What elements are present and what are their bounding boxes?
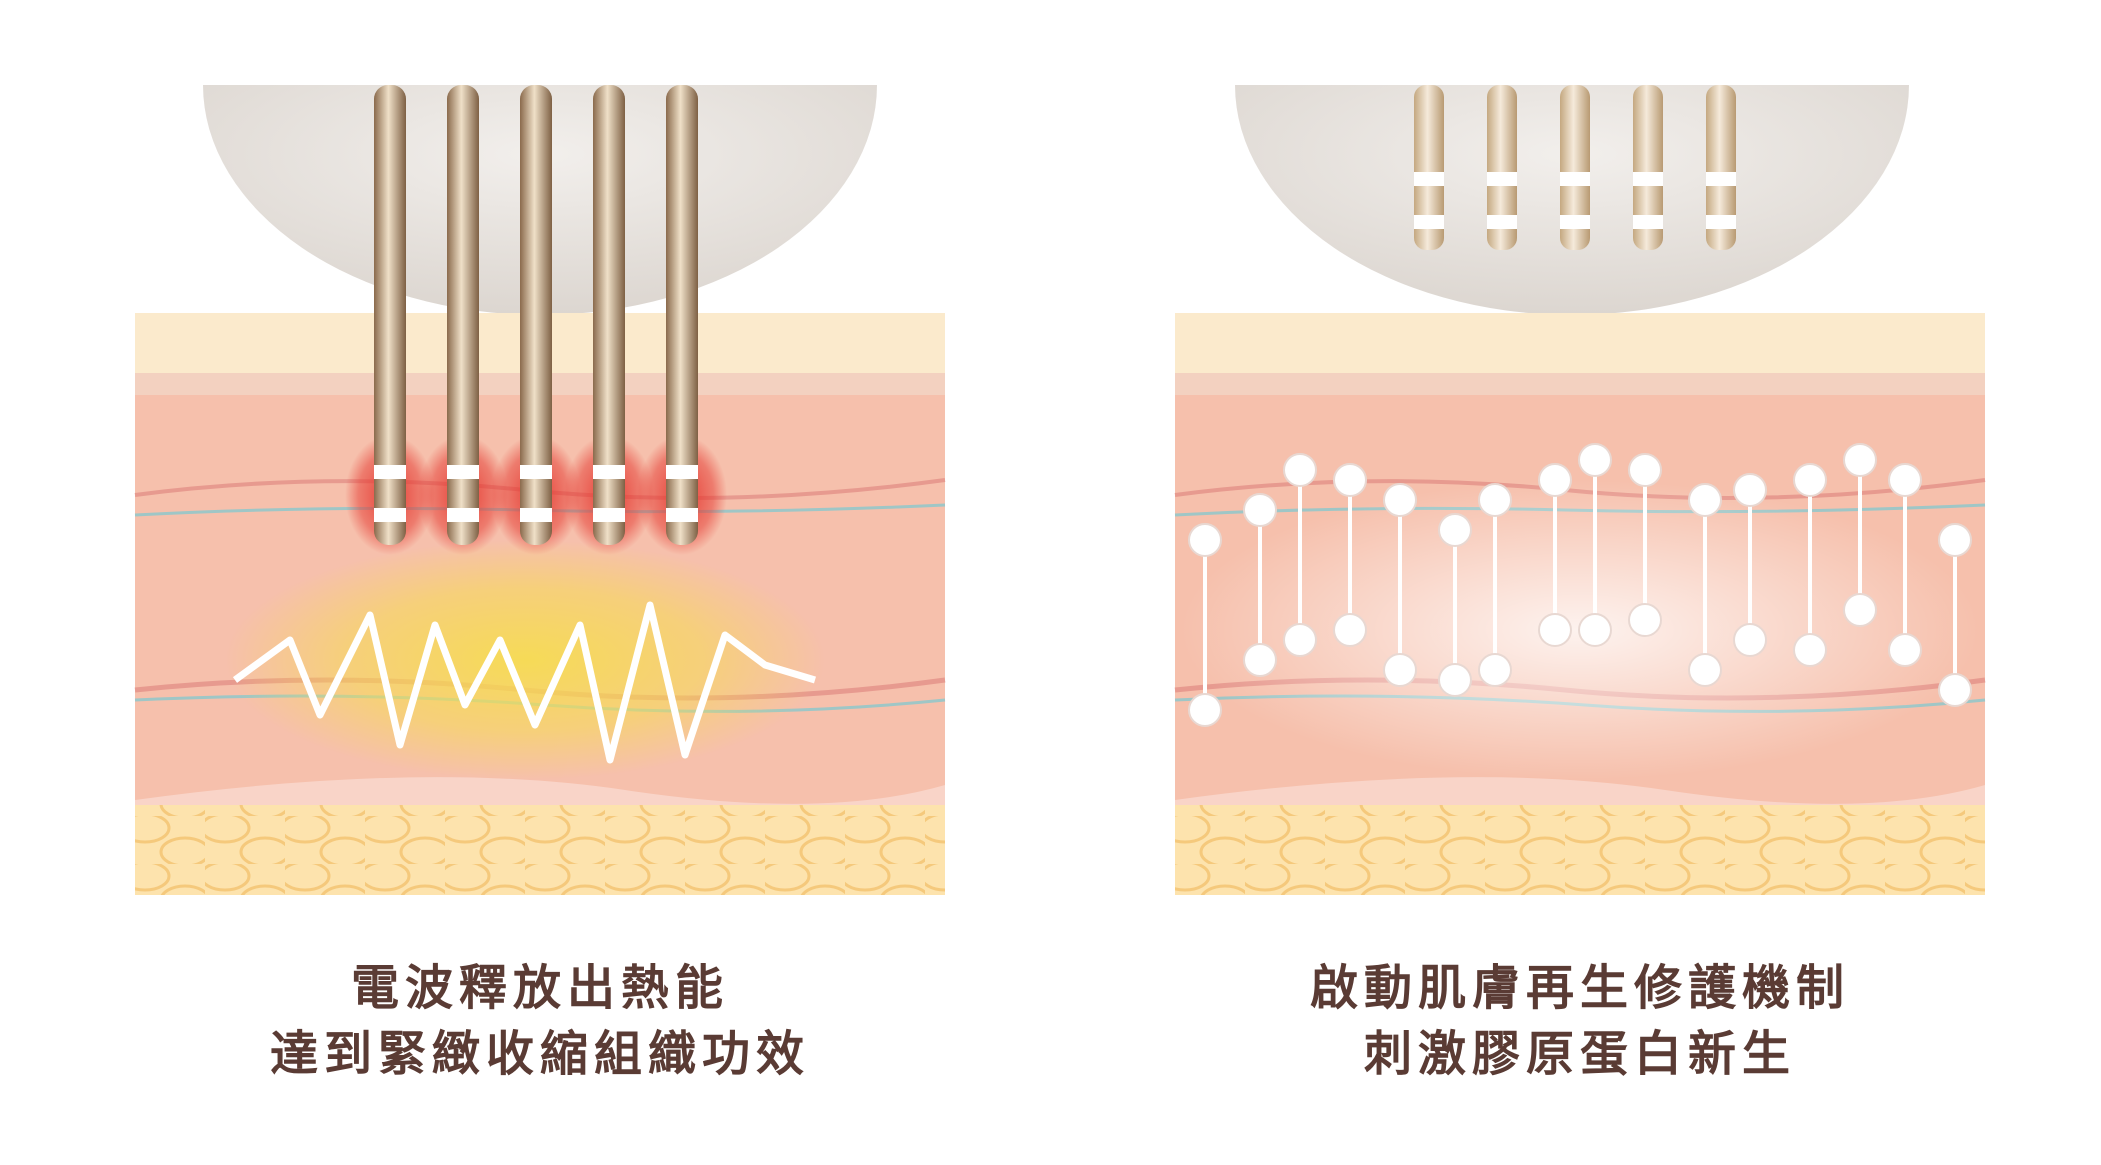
collagen-node [1383,653,1417,687]
collagen-node [1383,483,1417,517]
caption-line-1: 啟動肌膚再生修護機制 [1309,960,1850,1016]
collagen-diagram [1174,85,1986,895]
collagen-fibers [1188,443,1972,727]
collagen-node [1188,693,1222,727]
collagen-node [1888,463,1922,497]
collagen-node [1283,623,1317,657]
collagen-node [1688,653,1722,687]
collagen-regeneration-panel: 啟動肌膚再生修護機制 刺激膠原蛋白新生 [1165,0,1995,1165]
retracted-needles [1414,85,1736,250]
collagen-node [1478,483,1512,517]
fat-layer [135,805,945,895]
collagen-node [1628,453,1662,487]
collagen-node [1478,653,1512,687]
collagen-node [1333,613,1367,647]
collagen-node [1578,443,1612,477]
collagen-node [1793,633,1827,667]
needle [666,85,698,545]
fat-layer [1175,805,1985,895]
collagen-node [1438,513,1472,547]
collagen-node [1793,463,1827,497]
needle [447,85,479,545]
collagen-node [1843,443,1877,477]
collagen-node [1888,633,1922,667]
epidermis [1175,313,1985,373]
collagen-node [1733,473,1767,507]
needle [593,85,625,545]
collagen-node [1578,613,1612,647]
collagen-node [1733,623,1767,657]
caption-line-2: 達到緊緻收縮組織功效 [269,1026,810,1082]
collagen-node [1843,593,1877,627]
rf-energy-panel: 電波釋放出熱能 達到緊緻收縮組織功效 [125,0,955,1165]
collagen-node [1628,603,1662,637]
collagen-node [1938,673,1972,707]
needle [374,85,406,545]
rf-wave [232,601,817,764]
caption-line-1: 電波釋放出熱能 [350,960,729,1016]
collagen-node [1333,463,1367,497]
needle [520,85,552,545]
microneedle-array [345,85,727,555]
rf-energy-diagram [134,85,946,895]
caption-line-2: 刺激膠原蛋白新生 [1363,1026,1796,1082]
collagen-node [1243,643,1277,677]
collagen-node [1188,523,1222,557]
collagen-node [1243,493,1277,527]
collagen-node [1938,523,1972,557]
collagen-node [1538,613,1572,647]
heat-glow [225,540,825,780]
collagen-node [1438,663,1472,697]
collagen-node [1688,483,1722,517]
collagen-node [1283,453,1317,487]
collagen-node [1538,463,1572,497]
caption: 啟動肌膚再生修護機制 刺激膠原蛋白新生 [1165,955,1995,1087]
caption: 電波釋放出熱能 達到緊緻收縮組織功效 [125,955,955,1087]
